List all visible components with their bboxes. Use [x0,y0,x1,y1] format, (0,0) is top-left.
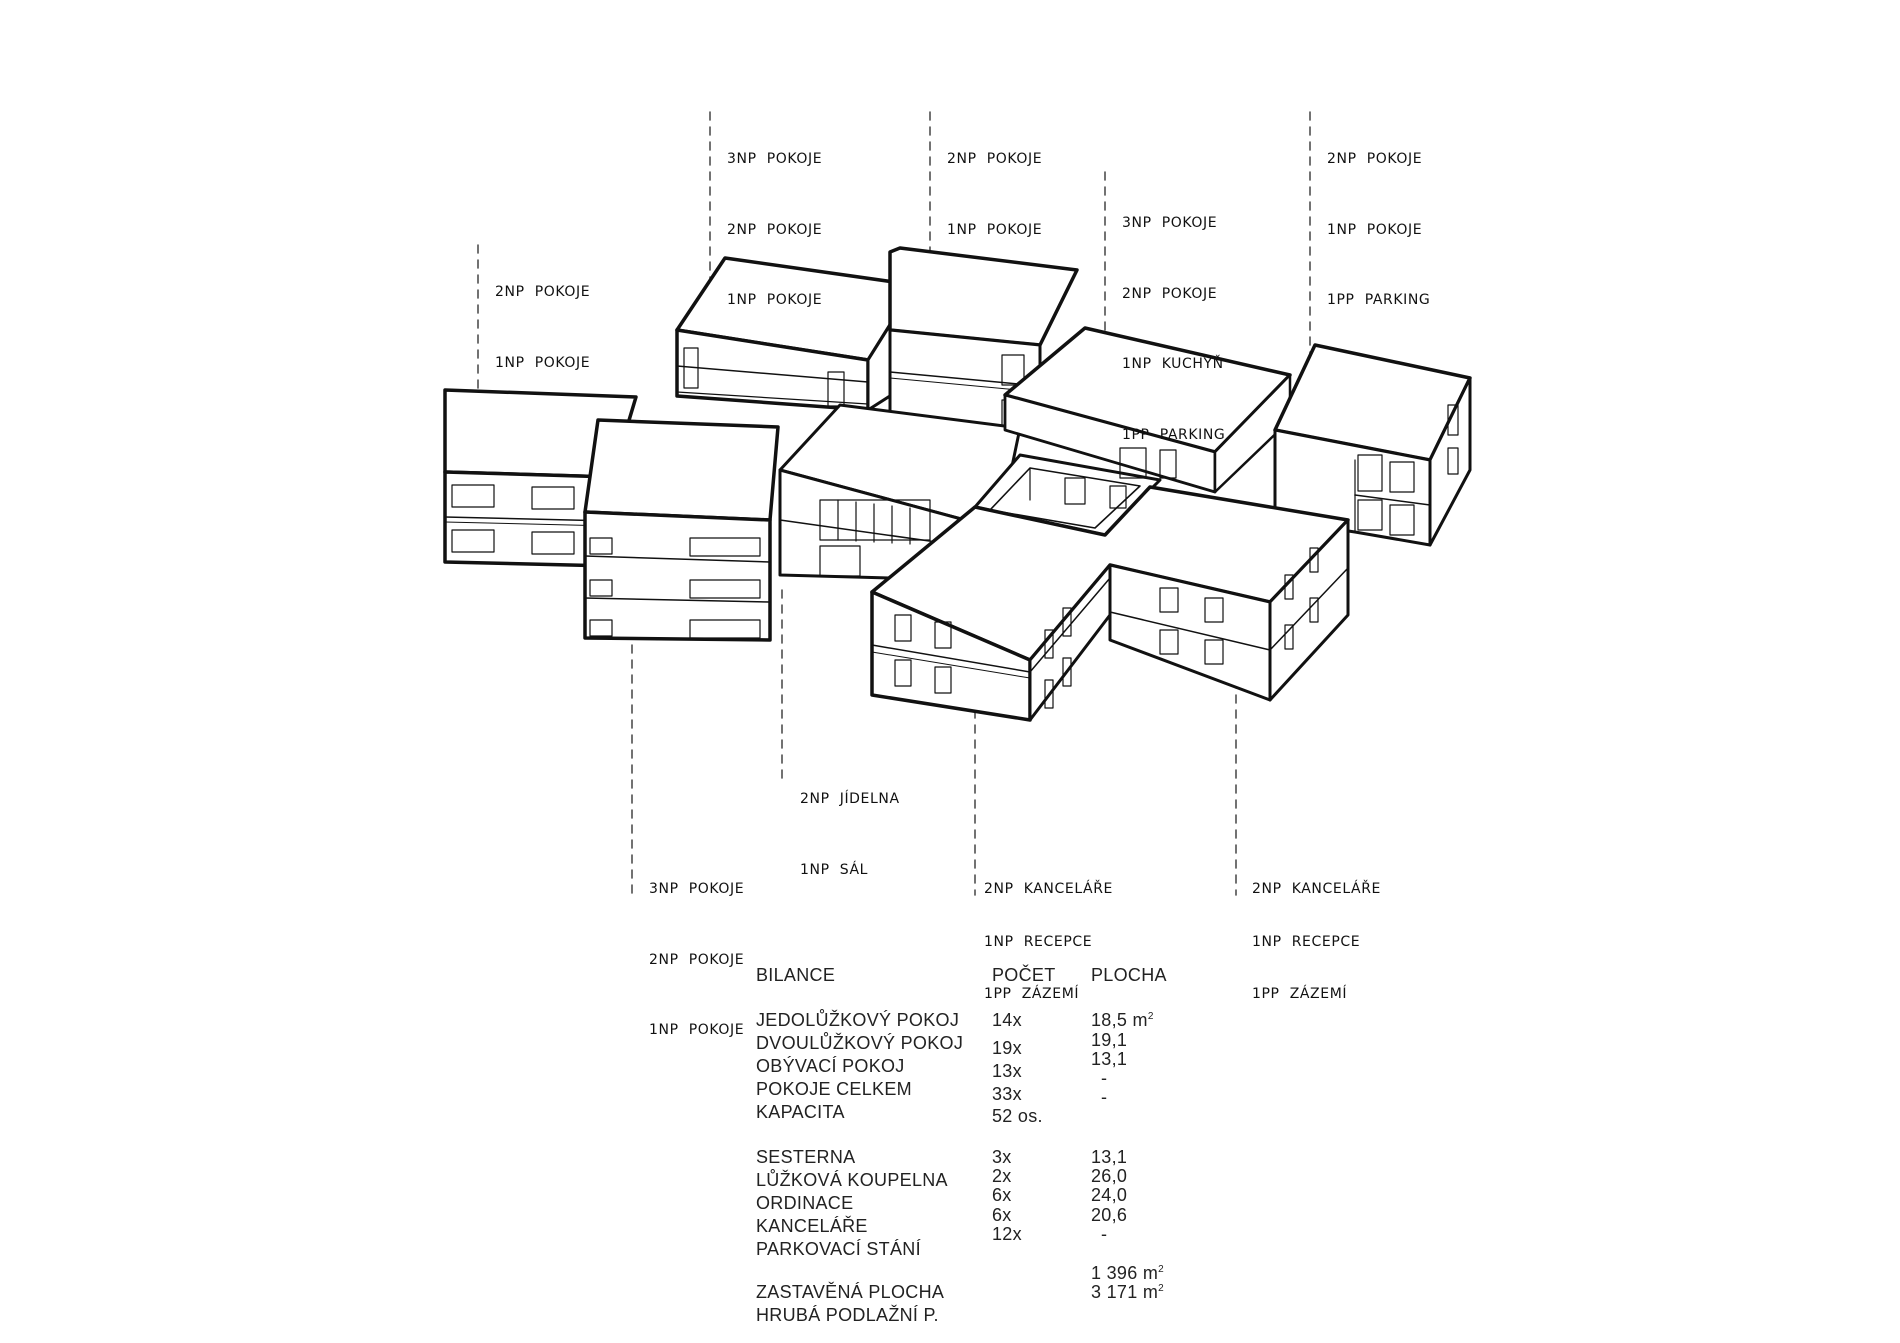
callout-line: 1NP RECEPCE [984,933,1093,950]
callout-line: 3NP POKOJE [649,881,745,897]
bilance-label: HRUBÁ PODLAŽNÍ P. [756,1305,939,1325]
bilance-label: KAPACITA [756,1102,845,1122]
bilance-count: 19x [992,1038,1022,1058]
bilance-header-label: BILANCE [756,965,836,985]
callout-back-right-centre: 3NP POKOJE 2NP POKOJE 1NP KUCHYŇ 1PP PAR… [1122,165,1225,471]
callout-line: 2NP KANCELÁŘE [984,881,1113,897]
callout-line: 2NP POKOJE [727,221,823,238]
block-back-right-centre [1003,326,1292,494]
bilance-area: - [1101,1068,1108,1088]
callout-far-right: 2NP POKOJE 1NP POKOJE 1PP PARKING [1327,101,1430,336]
callout-line: 3NP POKOJE [727,151,823,167]
callout-line: 1PP ZÁZEMÍ [1252,986,1348,1002]
bilance-header-area: PLOCHA [1091,965,1167,985]
callout-line: 1NP POKOJE [495,354,591,371]
bilance-area: 3 171 m2 [1091,1282,1164,1303]
bilance-area: 13,1 [1091,1049,1128,1069]
callout-line: 1PP PARKING [1327,292,1431,308]
bilance-area-value: 18,5 m [1091,1010,1148,1030]
bilance-area: 1 396 m2 [1091,1263,1164,1284]
callout-line: 1PP ZÁZEMÍ [984,986,1080,1002]
block-front-admin [870,485,1350,722]
callout-line: 1NP POKOJE [649,1022,745,1038]
bilance-label: POKOJE CELKEM [756,1079,912,1099]
bilance-count: 6x [992,1185,1012,1205]
bilance-area-value: 1 396 m [1091,1263,1159,1283]
bilance-label: PARKOVACÍ STÁNÍ [756,1239,921,1259]
callout-line: 3NP POKOJE [1122,215,1218,231]
block-courtyard [973,453,1162,537]
callout-front-admin-right: 2NP KANCELÁŘE 1NP RECEPCE 1PP ZÁZEMÍ [1252,846,1381,1021]
callout-line: 1NP POKOJE [1327,221,1423,238]
bilance-count: 2x [992,1166,1012,1186]
bilance-label: ORDINACE [756,1193,854,1213]
bilance-area: 24,0 [1091,1185,1128,1205]
callout-line: 1NP POKOJE [947,221,1043,238]
bilance-area: - [1101,1087,1108,1107]
bilance-count: 3x [992,1147,1012,1167]
bilance-area: 26,0 [1091,1166,1128,1186]
bilance-area: - [1101,1224,1108,1244]
bilance-count: 12x [992,1224,1022,1244]
bilance-area-value: 3 171 m [1091,1282,1159,1302]
area-unit-superscript: 2 [1147,1011,1154,1022]
bilance-label: ZASTAVĚNÁ PLOCHA [756,1282,945,1302]
bilance-count: 14x [992,1010,1022,1030]
area-unit-superscript: 2 [1158,1283,1165,1294]
bilance-label: JEDOLŮŽKOVÝ POKOJ [756,1010,960,1030]
callout-line: 2NP POKOJE [947,151,1043,167]
callout-front-left-tower: 3NP POKOJE 2NP POKOJE 1NP POKOJE [649,831,744,1066]
area-unit-superscript: 2 [1158,1264,1165,1275]
callout-line: 2NP POKOJE [1122,285,1218,302]
callout-dining-hall: 2NP JÍDELNA 1NP SÁL [800,741,900,906]
callout-line: 2NP JÍDELNA [800,791,900,807]
bilance-area: 13,1 [1091,1147,1128,1167]
callout-line: 1NP KUCHYŇ [1122,356,1224,372]
bilance-count: 13x [992,1061,1022,1081]
bilance-label: SESTERNA [756,1147,856,1167]
block-front-left [583,418,780,642]
callout-line: 2NP KANCELÁŘE [1252,881,1381,897]
callout-back-centre: 2NP POKOJE 1NP POKOJE [947,101,1042,266]
callout-line: 2NP POKOJE [1327,151,1423,167]
bilance-area: 19,1 [1091,1030,1128,1050]
bilance-count: 52 os. [992,1106,1043,1126]
callout-line: 1NP SÁL [800,861,869,878]
callout-line: 2NP POKOJE [495,284,591,300]
bilance-label: DVOULŮŽKOVÝ POKOJ [756,1033,964,1053]
callout-front-admin-left: 2NP KANCELÁŘE 1NP RECEPCE 1PP ZÁZEMÍ [984,846,1113,1021]
bilance-label: LŮŽKOVÁ KOUPELNA [756,1170,948,1190]
bilance-area: 18,5 m2 [1091,1010,1154,1031]
callout-line: 1NP RECEPCE [1252,933,1361,950]
callout-line: 1PP PARKING [1122,426,1226,443]
bilance-header-count: POČET [992,965,1056,985]
callout-line: 2NP POKOJE [649,951,745,968]
bilance-count: 6x [992,1205,1012,1225]
bilance-label: KANCELÁŘE [756,1216,868,1236]
callout-line: 1NP POKOJE [727,292,823,308]
bilance-count: 33x [992,1084,1022,1104]
bilance-label: OBÝVACÍ POKOJ [756,1056,905,1076]
bilance-area: 20,6 [1091,1205,1128,1225]
callout-back-left-tower: 3NP POKOJE 2NP POKOJE 1NP POKOJE [727,101,822,336]
callout-far-left: 2NP POKOJE 1NP POKOJE [495,234,590,399]
block-far-left [443,388,638,568]
